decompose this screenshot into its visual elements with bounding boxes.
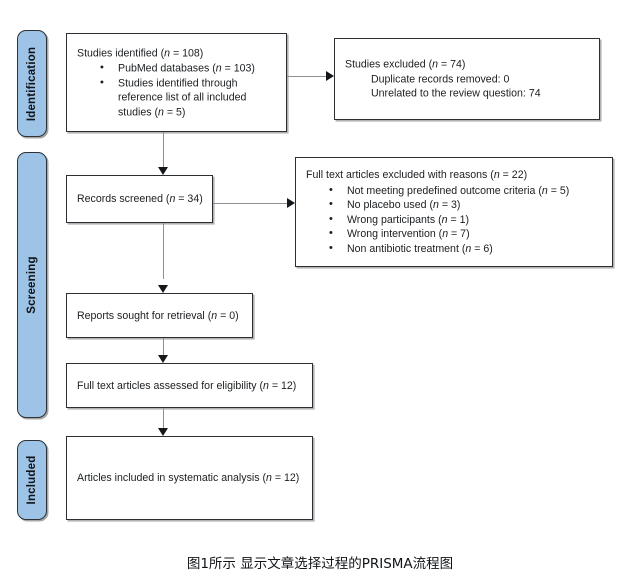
list-item: Wrong participants (n = 1): [329, 212, 604, 228]
box-studies-identified: Studies identified (n = 108) PubMed data…: [66, 33, 287, 132]
box-articles-included: Articles included in systematic analysis…: [66, 436, 313, 520]
arrowhead-reports-to-assessed: [158, 355, 168, 363]
phase-label-identification: Identification: [26, 46, 38, 121]
phase-pill-identification: Identification: [17, 30, 47, 137]
box-studies-excluded-content: Studies excluded (n = 74) Duplicate reco…: [345, 57, 591, 101]
arrowhead-screened-to-reasons: [287, 198, 295, 208]
records-screened-text: Records screened (n = 34): [77, 192, 203, 205]
list-item: Studies identified through reference lis…: [100, 75, 278, 120]
connector-identified-to-screened: [163, 132, 165, 168]
list-item: No placebo used (n = 3): [329, 197, 604, 213]
studies-excluded-line-list: Duplicate records removed: 0 Unrelated t…: [345, 72, 591, 101]
box-records-screened-content: Records screened (n = 34): [77, 192, 204, 207]
studies-excluded-lead: Studies excluded (n = 74): [345, 58, 466, 71]
connector-screened-to-reasons: [213, 203, 289, 205]
arrowhead-screened-to-reports: [158, 285, 168, 293]
reports-sought-text: Reports sought for retrieval (n = 0): [77, 309, 239, 322]
box-fulltext-assessed: Full text articles assessed for eligibil…: [66, 363, 313, 408]
list-item: Wrong intervention (n = 7): [329, 226, 604, 242]
phase-label-included: Included: [26, 455, 38, 505]
studies-identified-bullet-list: PubMed databases (n = 103) Studies ident…: [77, 60, 278, 120]
arrowhead-assessed-to-included: [158, 428, 168, 436]
fulltext-assessed-text: Full text articles assessed for eligibil…: [77, 379, 297, 392]
connector-identified-to-excluded: [287, 76, 329, 78]
box-fulltext-excluded-content: Full text articles excluded with reasons…: [306, 168, 604, 256]
box-studies-identified-content: Studies identified (n = 108) PubMed data…: [77, 46, 278, 120]
box-articles-included-content: Articles included in systematic analysis…: [77, 471, 304, 486]
figure-caption: 图1所示 显示文章选择过程的PRISMA流程图: [186, 556, 454, 572]
fulltext-excluded-lead: Full text articles excluded with reasons…: [306, 169, 528, 181]
arrowhead-identified-to-screened: [158, 167, 168, 175]
list-item: Unrelated to the review question: 74: [371, 87, 541, 100]
arrowhead-identified-to-excluded: [326, 71, 334, 81]
phase-pill-included: Included: [17, 440, 47, 520]
fulltext-excluded-bullet-list: Not meeting predefined outcome criteria …: [306, 183, 604, 257]
list-item: PubMed databases (n = 103): [100, 60, 278, 76]
connector-assessed-to-included: [163, 408, 165, 428]
articles-included-text: Articles included in systematic analysis…: [77, 471, 300, 484]
box-reports-sought: Reports sought for retrieval (n = 0): [66, 293, 253, 338]
box-reports-sought-content: Reports sought for retrieval (n = 0): [77, 308, 244, 323]
phase-pill-screening: Screening: [17, 152, 47, 418]
list-item: Duplicate records removed: 0: [371, 72, 510, 85]
connector-reports-to-assessed: [163, 338, 165, 355]
studies-identified-lead: Studies identified (n = 108): [77, 46, 204, 59]
phase-label-screening: Screening: [26, 256, 38, 314]
list-item: Non antibiotic treatment (n = 6): [329, 241, 604, 257]
list-item: Not meeting predefined outcome criteria …: [329, 183, 604, 199]
box-studies-excluded: Studies excluded (n = 74) Duplicate reco…: [334, 38, 600, 120]
box-fulltext-assessed-content: Full text articles assessed for eligibil…: [77, 378, 304, 393]
connector-screened-to-reports: [163, 223, 165, 279]
box-fulltext-excluded-reasons: Full text articles excluded with reasons…: [295, 157, 613, 267]
box-records-screened: Records screened (n = 34): [66, 175, 213, 223]
